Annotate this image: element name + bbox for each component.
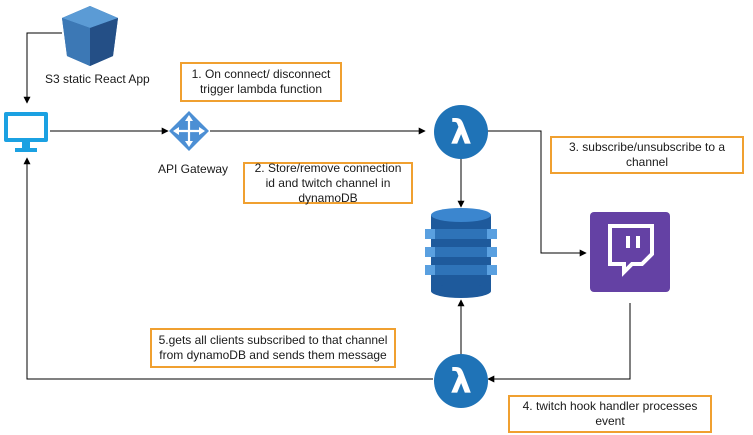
twitch-icon[interactable] [590,212,670,292]
svg-text:λ: λ [450,113,472,153]
s3-label: S3 static React App [45,72,150,86]
api-gateway-icon[interactable] [168,110,210,152]
s3-icon [62,6,118,66]
note-step-1: 1. On connect/ disconnect trigger lambda… [180,62,342,102]
client-monitor-icon[interactable] [2,110,50,154]
dynamodb-icon[interactable] [425,207,497,299]
connector-lambda-to-twitch [483,130,587,257]
lambda-icon[interactable]: λ [433,104,489,160]
note-step-3: 3. subscribe/unsubscribe to a channel [550,136,744,174]
connector-s3-to-client [23,32,62,104]
connector-lambda2-to-client [23,157,433,380]
note-step-4: 4. twitch hook handler processes event [508,395,712,433]
api-gateway-label: API Gateway [158,162,229,176]
connector-twitch-to-lambda2 [487,303,631,383]
note-step-5: 5.gets all clients subscribed to that ch… [150,328,396,368]
svg-text:λ: λ [450,362,472,402]
note-step-2: 2. Store/remove connection id and twitch… [243,161,413,205]
lambda-handler-icon[interactable]: λ [433,353,489,409]
